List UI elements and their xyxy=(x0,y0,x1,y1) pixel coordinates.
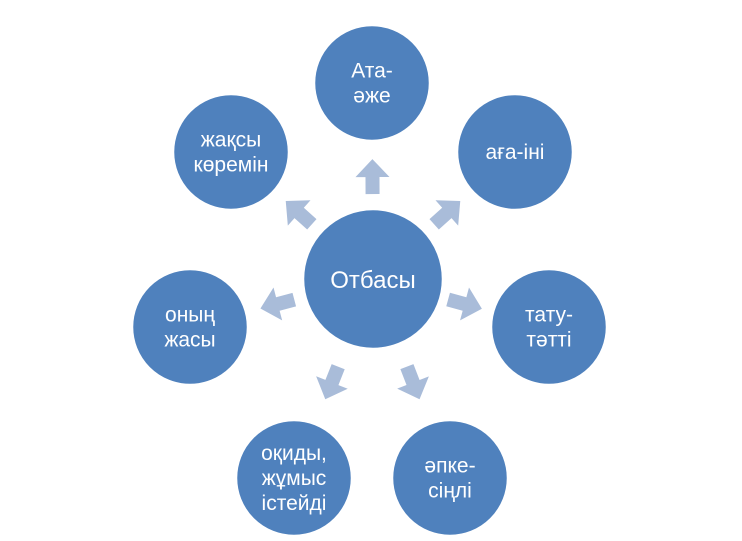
center-node: Отбасы xyxy=(301,207,445,351)
node-label-zhaqsy-koremin-line-1: көремін xyxy=(194,154,269,177)
node-label-ata-azhe-line-1: әже xyxy=(353,85,390,108)
node-label-oqidy-zhumys-line-2: істейді xyxy=(262,492,327,515)
node-circle-onyn-zhasy xyxy=(130,267,250,387)
arrow-to-ata-azhe xyxy=(355,159,390,195)
node-label-aga-ini-line-0: аға-іні xyxy=(486,141,545,164)
node-label-onyn-zhasy-line-1: жасы xyxy=(164,329,215,352)
center-circle xyxy=(301,207,445,351)
arrow-to-apke-sinli xyxy=(397,364,429,400)
node-circle-zhaqsy-koremin xyxy=(171,92,291,212)
center-label: Отбасы xyxy=(330,267,415,294)
arrow-to-oqidy-zhumys xyxy=(316,364,348,400)
node-aga-ini: аға-іні xyxy=(455,92,575,212)
node-ata-azhe: Ата-әже xyxy=(312,23,432,143)
node-label-zhaqsy-koremin-line-0: жақсы xyxy=(201,129,262,152)
arrows-layer xyxy=(260,159,482,400)
node-apke-sinli: әпке-сіңлі xyxy=(390,418,510,538)
node-label-oqidy-zhumys-line-0: оқиды, xyxy=(261,442,327,465)
node-circle-aga-ini xyxy=(455,92,575,212)
node-circle-ata-azhe xyxy=(312,23,432,143)
node-label-apke-sinli-line-0: әпке- xyxy=(424,455,475,478)
node-label-tatu-tatti-line-1: тәтті xyxy=(526,329,571,352)
arrow-to-tatu-tatti xyxy=(446,287,482,321)
arrow-to-onyn-zhasy xyxy=(260,287,297,321)
node-circle-apke-sinli xyxy=(390,418,510,538)
node-label-apke-sinli-line-1: сіңлі xyxy=(428,480,472,503)
node-tatu-tatti: тату-тәтті xyxy=(489,267,609,387)
node-circle-oqidy-zhumys xyxy=(234,418,354,538)
arrow-to-zhaqsy-koremin xyxy=(285,200,317,230)
node-label-onyn-zhasy-line-0: оның xyxy=(165,304,215,327)
arrow-to-aga-ini xyxy=(429,200,461,230)
node-label-tatu-tatti-line-0: тату- xyxy=(525,304,573,327)
node-label-ata-azhe-line-0: Ата- xyxy=(351,60,393,83)
node-label-oqidy-zhumys-line-1: жұмыс xyxy=(262,467,327,490)
nodes-layer: Ата-әже аға-іні тату-тәтті әпке-сіңлі оқиды,… xyxy=(130,23,609,538)
node-circle-tatu-tatti xyxy=(489,267,609,387)
